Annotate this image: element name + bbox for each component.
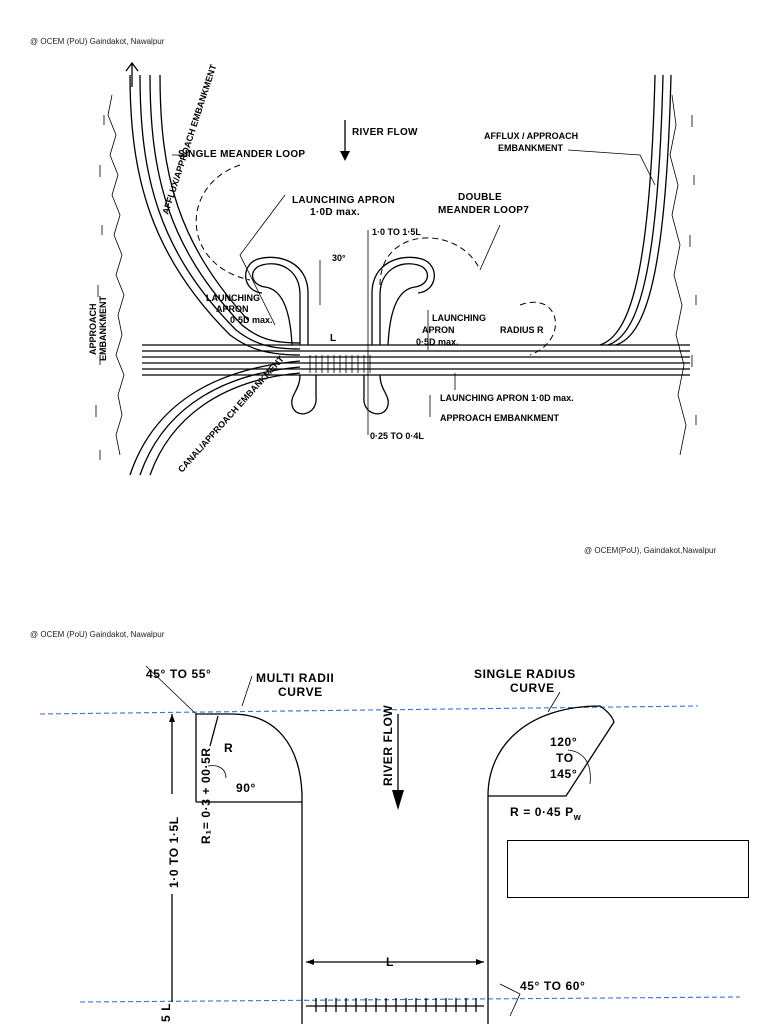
angle-30-label: 30° bbox=[332, 253, 346, 263]
launching-apron-right-label-3: 0·5D max. bbox=[416, 337, 459, 347]
range-side-label: 1·0 TO 1·5L bbox=[167, 816, 181, 888]
angle-145-label: 145° bbox=[550, 767, 577, 781]
launching-apron-top-label-1: LAUNCHING APRON bbox=[292, 195, 395, 206]
embankment-arrow-icon bbox=[125, 61, 139, 87]
span-l-label: L bbox=[330, 333, 336, 344]
r1-formula-label: R₁= 0·3 + 00·5R bbox=[199, 747, 213, 844]
leader-line bbox=[547, 691, 561, 713]
radius-r-label: RADIUS R bbox=[500, 325, 544, 335]
right-bank-hatching bbox=[669, 94, 697, 456]
bottom-partial-label: 5 L bbox=[159, 1003, 173, 1022]
range-bottom-label: 0·25 TO 0·4L bbox=[370, 431, 424, 441]
launching-apron-left-label-1: LAUNCHING bbox=[206, 293, 260, 303]
right-afflux-embankment bbox=[599, 74, 672, 346]
blank-text-box bbox=[507, 840, 749, 898]
canal-approach-embankment bbox=[129, 360, 301, 476]
credit-top-2: @ OCEM (PoU) Gaindakot, Nawalpur bbox=[30, 630, 165, 639]
single-radius-label-1: SINGLE RADIUS bbox=[474, 667, 576, 681]
angle-120-label: 120° bbox=[550, 735, 577, 749]
angle-top-label: 45° TO 55° bbox=[146, 667, 211, 681]
afflux-approach-right-label-2: EMBANKMENT bbox=[498, 143, 563, 153]
approach-embankment-bottom-label: APPROACH EMBANKMENT bbox=[440, 413, 560, 423]
river-flow-label: RIVER FLOW bbox=[352, 127, 418, 138]
left-afflux-embankment bbox=[129, 74, 301, 356]
leader-line bbox=[241, 675, 253, 707]
guide-bank-layout-diagram: RIVER FLOW SINGLE MEANDER LOOP AFFLUX/AP… bbox=[88, 61, 697, 476]
river-flow-arrow-icon bbox=[340, 120, 350, 161]
afflux-approach-right-label-1: AFFLUX / APPROACH bbox=[484, 131, 578, 141]
multi-radii-guide-bank bbox=[195, 713, 303, 1024]
single-radius-label-2: CURVE bbox=[510, 681, 555, 695]
span-dimension bbox=[306, 959, 484, 965]
double-meander-label-1: DOUBLE bbox=[458, 192, 502, 203]
launching-apron-left-label-2: APRON bbox=[216, 304, 249, 314]
multi-radii-label-2: CURVE bbox=[278, 685, 323, 699]
approach-embankment-main bbox=[142, 344, 690, 376]
range-top-label: 1·0 TO 1·5L bbox=[372, 227, 421, 237]
left-guide-bank bbox=[245, 256, 317, 415]
angle-to-label: TO bbox=[556, 751, 574, 765]
guide-bank-curves-diagram: 45° TO 55° MULTI RADII CURVE SINGLE RADI… bbox=[39, 665, 741, 1024]
bridge-deck bbox=[306, 998, 484, 1012]
single-meander-loop-label: SINGLE MEANDER LOOP bbox=[178, 149, 305, 160]
multi-radii-label-1: MULTI RADII bbox=[256, 671, 334, 685]
launching-apron-bottom-label: LAUNCHING APRON 1·0D max. bbox=[440, 393, 574, 403]
height-dimension bbox=[169, 714, 175, 1002]
leader-line bbox=[239, 194, 286, 326]
r-formula-main: R = 0·45 P bbox=[510, 805, 574, 819]
leader-line bbox=[499, 983, 521, 1017]
approach-embankment-left-label-2: EMBANKMENT bbox=[98, 296, 108, 361]
launching-apron-right-label-2: APRON bbox=[422, 325, 455, 335]
r-label: R bbox=[224, 741, 233, 755]
left-bank-hatching bbox=[95, 94, 125, 460]
single-meander-loop-curve bbox=[195, 164, 251, 281]
right-guide-bank bbox=[363, 256, 435, 415]
leader-line bbox=[145, 665, 197, 715]
span-l-label: L bbox=[386, 955, 394, 969]
double-meander-label-2: MEANDER LOOP7 bbox=[438, 205, 529, 216]
launching-apron-top-label-2: 1·0D max. bbox=[310, 207, 360, 218]
approach-embankment-left-label-1: APPROACH bbox=[88, 303, 98, 355]
reference-line-top bbox=[39, 705, 699, 715]
r-formula-label: R = 0·45 Pw bbox=[510, 805, 582, 822]
river-flow-label: RIVER FLOW bbox=[381, 705, 395, 786]
bridge-deck bbox=[309, 355, 371, 373]
river-flow-arrow-icon bbox=[392, 714, 404, 810]
credit-bottom-1: @ OCEM(PoU), Gaindakot,Nawalpur bbox=[584, 546, 717, 555]
afflux-approach-left-label: AFFLUX/APPROACH EMBANKMENT bbox=[160, 63, 218, 216]
double-meander-loop-curve bbox=[379, 237, 481, 286]
angle-bottom-label: 45° TO 60° bbox=[520, 979, 585, 993]
credit-top-1: @ OCEM (PoU) Gaindakot, Nawalpur bbox=[30, 37, 165, 46]
angle-90-label: 90° bbox=[236, 781, 256, 795]
reference-line-bottom bbox=[79, 996, 741, 1003]
launching-apron-right-label-1: LAUNCHING bbox=[432, 313, 486, 323]
leader-line bbox=[567, 149, 656, 186]
launching-apron-left-label-3: 0·5D max. bbox=[230, 315, 273, 325]
single-radius-guide-bank bbox=[487, 705, 615, 1024]
r-formula-subscript: w bbox=[573, 812, 582, 822]
leader-line bbox=[479, 224, 501, 271]
radius-r-curve bbox=[519, 301, 556, 356]
